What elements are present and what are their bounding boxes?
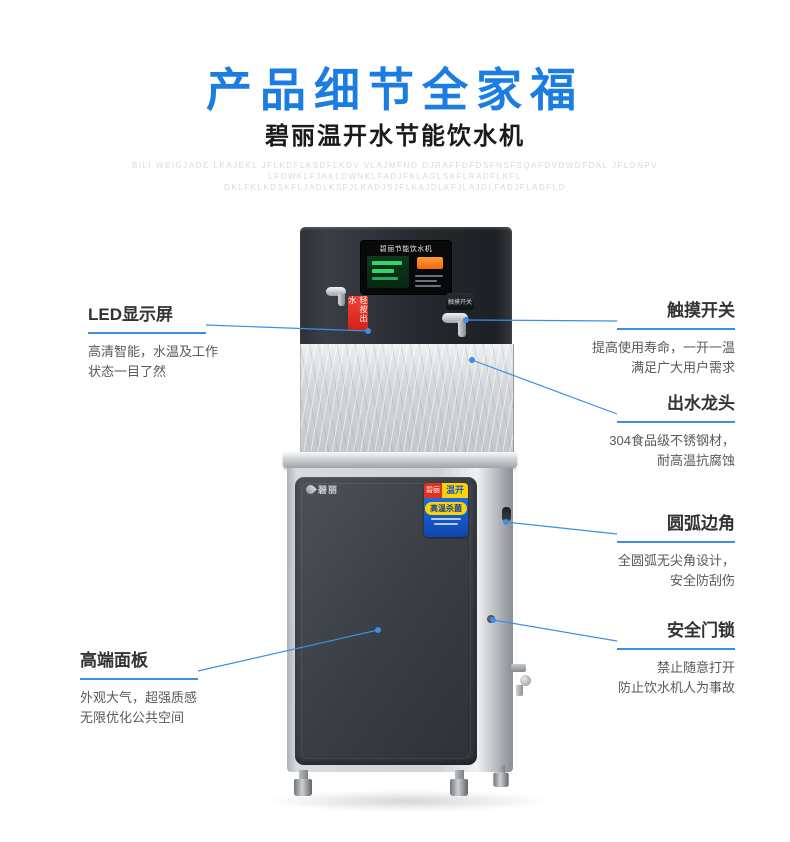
cabinet-counter-top (283, 452, 517, 468)
callout-safety-lock: 安全门锁 禁止随意打开 防止饮水机人为事故 (535, 616, 735, 698)
callout-desc-line: 耐高温抗腐蚀 (656, 453, 735, 468)
watermark-text: BILI WEIGJADE LKAJEKL JFLKDFLKSDFLKDV VL… (0, 160, 790, 193)
callout-title: 安全门锁 (667, 621, 735, 640)
badge-brand-chip: 碧丽 (424, 483, 442, 498)
drain-valve-knob (520, 675, 531, 686)
steel-back-panel (300, 344, 514, 454)
callout-desc-line: 高清智能，水温及工作 (88, 344, 219, 359)
safety-door-lock (487, 615, 495, 623)
callout-title: LED显示屏 (88, 305, 173, 324)
drain-valve-nozzle (516, 685, 523, 696)
machine-foot (493, 764, 509, 788)
right-faucet-icon (442, 313, 468, 323)
callout-desc-line: 安全防刮伤 (669, 573, 735, 588)
display-indicator (417, 257, 443, 269)
callout-title: 触摸开关 (667, 301, 735, 320)
page-subtitle: 碧丽温开水节能饮水机 (265, 123, 525, 150)
callout-touch-switch: 触摸开关 提高使用寿命，一开一温 满足广大用户需求 (535, 296, 735, 378)
badge-title: 温开水 (442, 483, 468, 510)
left-faucet-icon (326, 287, 346, 296)
page-title: 产品细节全家福 (206, 64, 584, 116)
callout-desc-line: 全圆弧无尖角设计， (617, 553, 735, 568)
callout-rounded-corner: 圆弧边角 全圆弧无尖角设计， 安全防刮伤 (535, 509, 735, 591)
brand-name: 碧丽 (318, 485, 339, 495)
led-display: 碧丽节能饮水机 (360, 240, 452, 295)
callout-underline (88, 332, 206, 334)
display-caption-line (415, 285, 441, 287)
machine-foot (294, 770, 312, 796)
touch-switch-button: 触摸开关 (446, 293, 474, 310)
callout-desc-line: 提高使用寿命，一开一温 (591, 340, 735, 355)
screen-line (372, 261, 402, 265)
callout-desc-line: 满足广大用户需求 (630, 360, 735, 375)
callout-front-panel: 高端面板 外观大气，超强质感 无限优化公共空间 (80, 646, 270, 728)
badge-header: 碧丽 温开水 (424, 483, 468, 510)
screen-line (372, 277, 398, 280)
badge-text-line (431, 518, 461, 520)
right-faucet-nozzle (458, 321, 466, 337)
watermark-line: LFDWKLFJAKLDWNKLFADJFKLAGLSKFLRADFLKFL (268, 172, 522, 181)
badge-feature-chip: 高温杀菌 (425, 502, 467, 515)
callout-title: 圆弧边角 (667, 514, 735, 533)
callout-desc-line: 304食品级不锈钢材， (609, 433, 735, 448)
display-screen (367, 256, 409, 288)
drain-pipe (511, 664, 526, 672)
leaf-logo-icon (304, 483, 317, 496)
callout-desc-line: 外观大气，超强质感 (80, 690, 198, 705)
display-caption-line (415, 275, 443, 277)
push-for-water-sticker: 轻按出水 (348, 296, 368, 330)
display-caption-line (415, 280, 437, 282)
door-inner-trim (301, 483, 471, 759)
callout-underline (80, 678, 198, 680)
callout-underline (617, 648, 735, 650)
promo-badge-sticker: 碧丽 温开水 高温杀菌 (424, 483, 468, 537)
callout-led-display: LED显示屏 高清智能，水温及工作 状态一目了然 (88, 300, 258, 382)
left-faucet-nozzle (338, 294, 345, 306)
door-keyhole (502, 507, 511, 522)
callout-desc-line: 无限优化公共空间 (80, 710, 185, 725)
badge-body: 高温杀菌 (424, 498, 468, 537)
callout-desc-line: 禁止随意打开 (656, 660, 735, 675)
callout-water-faucet: 出水龙头 304食品级不锈钢材， 耐高温抗腐蚀 (535, 389, 735, 471)
watermark-line: DKLFKLKDSKFLJADLKSFJLKADJSJFLKAJDLKFJLAJ… (224, 183, 566, 192)
screen-line (372, 269, 394, 273)
callout-desc-line: 状态一目了然 (88, 364, 167, 379)
brand-logo: 碧丽 (304, 483, 339, 496)
callout-title: 高端面板 (80, 651, 148, 670)
callout-title: 出水龙头 (667, 394, 735, 413)
floor-shadow (262, 790, 552, 812)
watermark-line: BILI WEIGJADE LKAJEKL JFLKDFLKSDFLKDV VL… (131, 161, 659, 170)
display-header-label: 碧丽节能饮水机 (379, 246, 433, 253)
callout-underline (617, 541, 735, 543)
callout-underline (617, 328, 735, 330)
callout-underline (617, 421, 735, 423)
badge-text-line (434, 523, 458, 525)
upper-unit-panel: 碧丽节能饮水机 轻按出水 触摸开关 (300, 227, 512, 344)
machine-foot (450, 770, 468, 796)
callout-desc-line: 防止饮水机人为事故 (617, 680, 735, 695)
